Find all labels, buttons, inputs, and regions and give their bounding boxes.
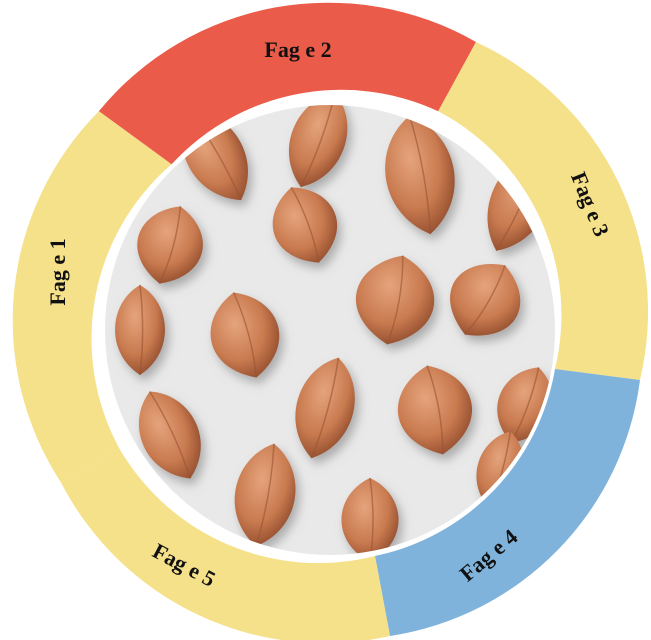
segment-label-1: Fag e 1 [45, 238, 70, 305]
segment-label-2: Fag e 2 [264, 37, 331, 62]
